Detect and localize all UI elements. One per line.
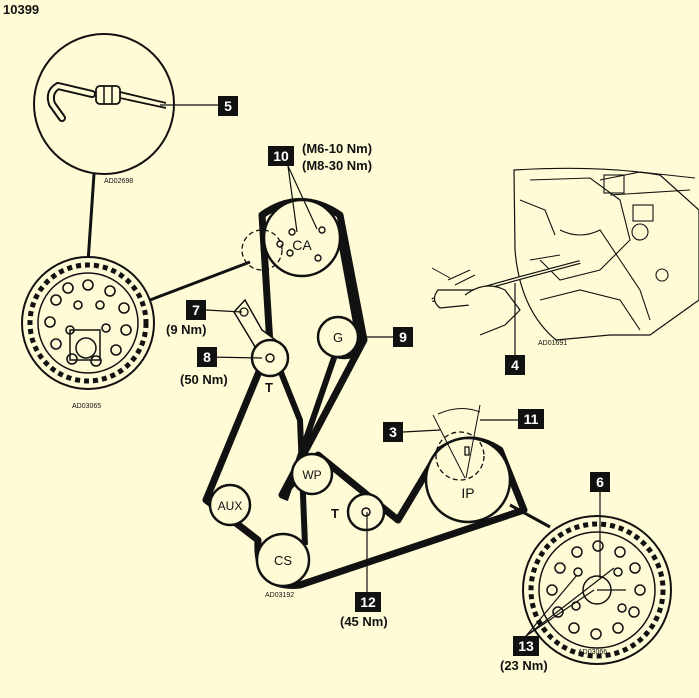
camshaft-sprocket-inset: AD03065 — [21, 256, 155, 410]
leader-lines — [205, 165, 615, 637]
injection-pump-sprocket-inset: AD03066 — [522, 515, 672, 665]
lower-tensioner: T — [331, 492, 386, 532]
callout-8: 8 — [197, 347, 217, 367]
crankshaft-label: CS — [274, 553, 292, 568]
figure-id: 10399 — [3, 2, 39, 17]
inset-locking-pin: AD02698 — [33, 33, 218, 185]
upper-tensioner: T — [233, 298, 290, 395]
callout-13: 13 — [513, 636, 539, 656]
svg-text:4: 4 — [511, 357, 519, 373]
camshaft-pulley: CA — [241, 198, 342, 278]
svg-text:3: 3 — [389, 424, 397, 440]
callout-4: 4 — [505, 355, 525, 375]
camshaft-label: CA — [292, 237, 312, 253]
callout-7: 7 — [186, 300, 206, 320]
svg-text:12: 12 — [360, 594, 376, 610]
svg-text:11: 11 — [524, 411, 539, 427]
inset-code-right: AD01691 — [538, 340, 567, 347]
inset-code-bottom-right: AD03066 — [578, 649, 607, 656]
generator-pulley: G — [316, 315, 360, 359]
callout-10: 10 — [268, 146, 294, 166]
svg-text:5: 5 — [224, 98, 232, 114]
torque-7: (9 Nm) — [166, 322, 206, 337]
injection-pump-label: IP — [461, 485, 474, 501]
auxiliary-pulley: AUX — [208, 483, 252, 527]
torque-12: (45 Nm) — [340, 614, 388, 629]
svg-text:10: 10 — [273, 148, 289, 164]
upper-tensioner-label: T — [265, 380, 273, 395]
generator-label: G — [333, 330, 343, 345]
water-pump-pulley: WP — [290, 452, 334, 496]
inset-code-main: AD03192 — [265, 592, 294, 599]
auxiliary-label: AUX — [218, 499, 243, 513]
injection-pump-pulley: IP — [424, 404, 512, 524]
water-pump-label: WP — [302, 468, 321, 482]
torque-13: (23 Nm) — [500, 658, 548, 673]
svg-text:8: 8 — [203, 349, 211, 365]
inset-tool-engine: AD01691 — [431, 167, 699, 356]
torque-8: (50 Nm) — [180, 372, 228, 387]
svg-text:7: 7 — [192, 302, 200, 318]
crankshaft-pulley: CS AD03192 — [255, 532, 311, 599]
svg-text:9: 9 — [399, 329, 407, 345]
callout-9: 9 — [393, 327, 413, 347]
callout-12: 12 — [355, 592, 381, 612]
inset-code-left: AD03065 — [72, 403, 101, 410]
callout-6: 6 — [590, 472, 610, 492]
callout-3: 3 — [383, 422, 403, 442]
torque-10-m6: (M6-10 Nm) — [302, 141, 372, 156]
callout-11: 11 — [518, 409, 544, 429]
lower-tensioner-label: T — [331, 506, 339, 521]
svg-text:13: 13 — [518, 638, 534, 654]
inset-code-top: AD02698 — [104, 178, 133, 185]
svg-text:6: 6 — [596, 474, 604, 490]
callout-5: 5 — [218, 96, 238, 116]
torque-10-m8: (M8-30 Nm) — [302, 158, 372, 173]
